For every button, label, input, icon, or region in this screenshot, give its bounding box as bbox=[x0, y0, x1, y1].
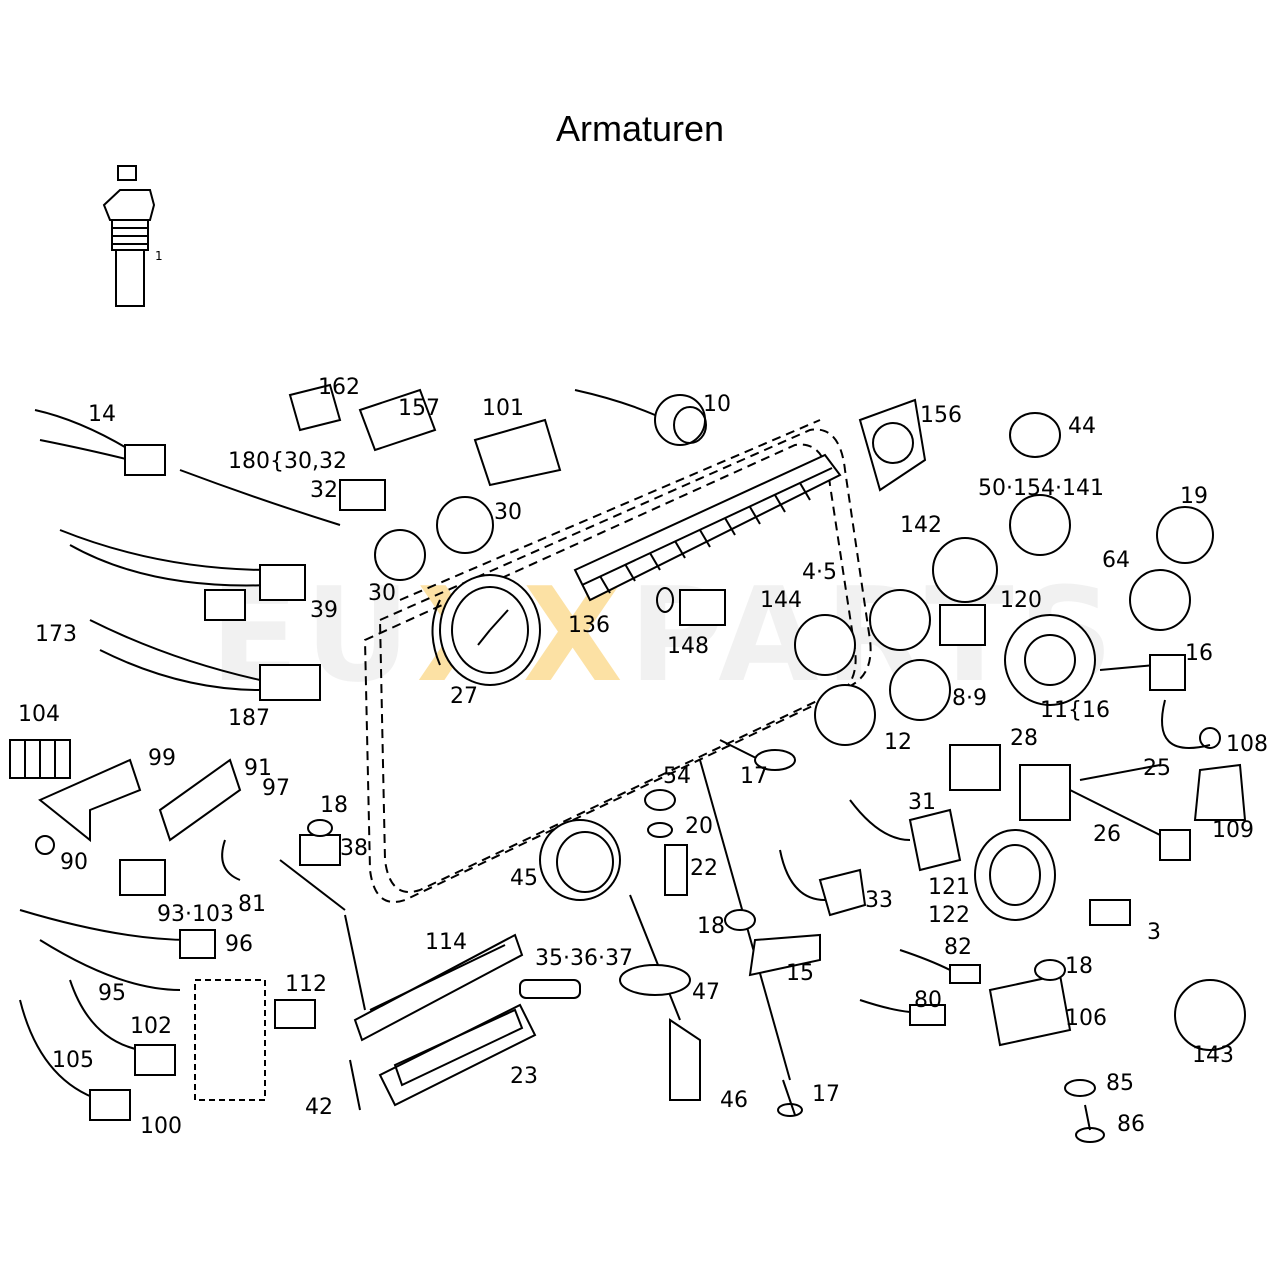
callout-47: 47 bbox=[692, 980, 720, 1005]
callout-44: 44 bbox=[1068, 414, 1096, 439]
callout-16: 16 bbox=[1185, 641, 1213, 666]
callout-39: 39 bbox=[310, 598, 338, 623]
warning-light-strip bbox=[573, 453, 842, 602]
callout-148: 148 bbox=[667, 634, 709, 659]
callout-97: 97 bbox=[262, 776, 290, 801]
callout-121: 121 bbox=[928, 875, 970, 900]
callout-80: 80 bbox=[914, 988, 942, 1013]
callout-81: 81 bbox=[238, 892, 266, 917]
callout-85: 85 bbox=[1106, 1071, 1134, 1096]
callout-4-5: 4·5 bbox=[802, 560, 837, 585]
callout-35-36-37: 35·36·37 bbox=[535, 946, 633, 971]
gauge-27 bbox=[431, 574, 541, 686]
callout-18-right: 18 bbox=[1065, 954, 1093, 979]
callout-50-154-141: 50·154·141 bbox=[978, 476, 1104, 501]
top-components bbox=[179, 383, 1061, 581]
callout-45: 45 bbox=[510, 866, 538, 891]
callout-19: 19 bbox=[1180, 484, 1208, 509]
callout-104: 104 bbox=[18, 702, 60, 727]
callout-95: 95 bbox=[98, 981, 126, 1006]
callout-180: 180{30,32 bbox=[228, 449, 347, 474]
wiring-left bbox=[9, 409, 321, 1121]
callout-17-bottom: 17 bbox=[812, 1082, 840, 1107]
callout-18-left: 18 bbox=[320, 793, 348, 818]
callout-86: 86 bbox=[1117, 1112, 1145, 1137]
callout-25: 25 bbox=[1143, 756, 1171, 781]
callout-1: 1 bbox=[155, 249, 163, 263]
callout-18-middle: 18 bbox=[697, 914, 725, 939]
callout-187: 187 bbox=[228, 706, 270, 731]
callout-46: 46 bbox=[720, 1088, 748, 1113]
callout-156: 156 bbox=[920, 403, 962, 428]
callout-12: 12 bbox=[884, 730, 912, 755]
callout-11-16: 11{16 bbox=[1040, 698, 1110, 723]
callout-14: 14 bbox=[88, 402, 116, 427]
callout-10: 10 bbox=[703, 392, 731, 417]
callout-114: 114 bbox=[425, 930, 467, 955]
callout-122: 122 bbox=[928, 903, 970, 928]
callout-17-top: 17 bbox=[740, 764, 768, 789]
callout-32: 32 bbox=[310, 478, 338, 503]
callout-54: 54 bbox=[663, 764, 691, 789]
callout-108: 108 bbox=[1226, 732, 1268, 757]
callout-23: 23 bbox=[510, 1064, 538, 1089]
callout-112: 112 bbox=[285, 972, 327, 997]
callout-157: 157 bbox=[398, 396, 440, 421]
callout-30-top: 30 bbox=[494, 500, 522, 525]
callout-30-bottom: 30 bbox=[368, 581, 396, 606]
callout-20: 20 bbox=[685, 814, 713, 839]
callout-100: 100 bbox=[140, 1114, 182, 1139]
callout-28: 28 bbox=[1010, 726, 1038, 751]
callout-90: 90 bbox=[60, 850, 88, 875]
diagram-title: Armaturen bbox=[555, 108, 725, 149]
callout-22: 22 bbox=[690, 856, 718, 881]
callout-3: 3 bbox=[1147, 920, 1161, 945]
callout-102: 102 bbox=[130, 1014, 172, 1039]
callout-99: 99 bbox=[148, 746, 176, 771]
callout-33: 33 bbox=[865, 888, 893, 913]
callout-105: 105 bbox=[52, 1048, 94, 1073]
callout-27: 27 bbox=[450, 684, 478, 709]
callout-162: 162 bbox=[318, 375, 360, 400]
callout-173: 173 bbox=[35, 622, 77, 647]
callout-15: 15 bbox=[786, 961, 814, 986]
callout-109: 109 bbox=[1212, 818, 1254, 843]
callout-42: 42 bbox=[305, 1095, 333, 1120]
callout-143: 143 bbox=[1192, 1043, 1234, 1068]
callout-31: 31 bbox=[908, 790, 936, 815]
callout-93-103: 93·103 bbox=[157, 902, 234, 927]
callout-8-9: 8·9 bbox=[952, 686, 987, 711]
callout-144: 144 bbox=[760, 588, 802, 613]
callout-82: 82 bbox=[944, 935, 972, 960]
callout-38: 38 bbox=[340, 836, 368, 861]
lower-components bbox=[221, 587, 821, 1117]
callout-106: 106 bbox=[1065, 1006, 1107, 1031]
callout-91: 91 bbox=[244, 756, 272, 781]
callout-26: 26 bbox=[1093, 822, 1121, 847]
switches-right bbox=[779, 494, 1247, 1143]
instrument-panel-outline bbox=[363, 419, 872, 903]
callout-101: 101 bbox=[482, 396, 524, 421]
sender-part-1 bbox=[102, 165, 156, 307]
callout-142: 142 bbox=[900, 513, 942, 538]
callout-136: 136 bbox=[568, 613, 610, 638]
callout-96: 96 bbox=[225, 932, 253, 957]
callout-64: 64 bbox=[1102, 548, 1130, 573]
callout-120: 120 bbox=[1000, 588, 1042, 613]
